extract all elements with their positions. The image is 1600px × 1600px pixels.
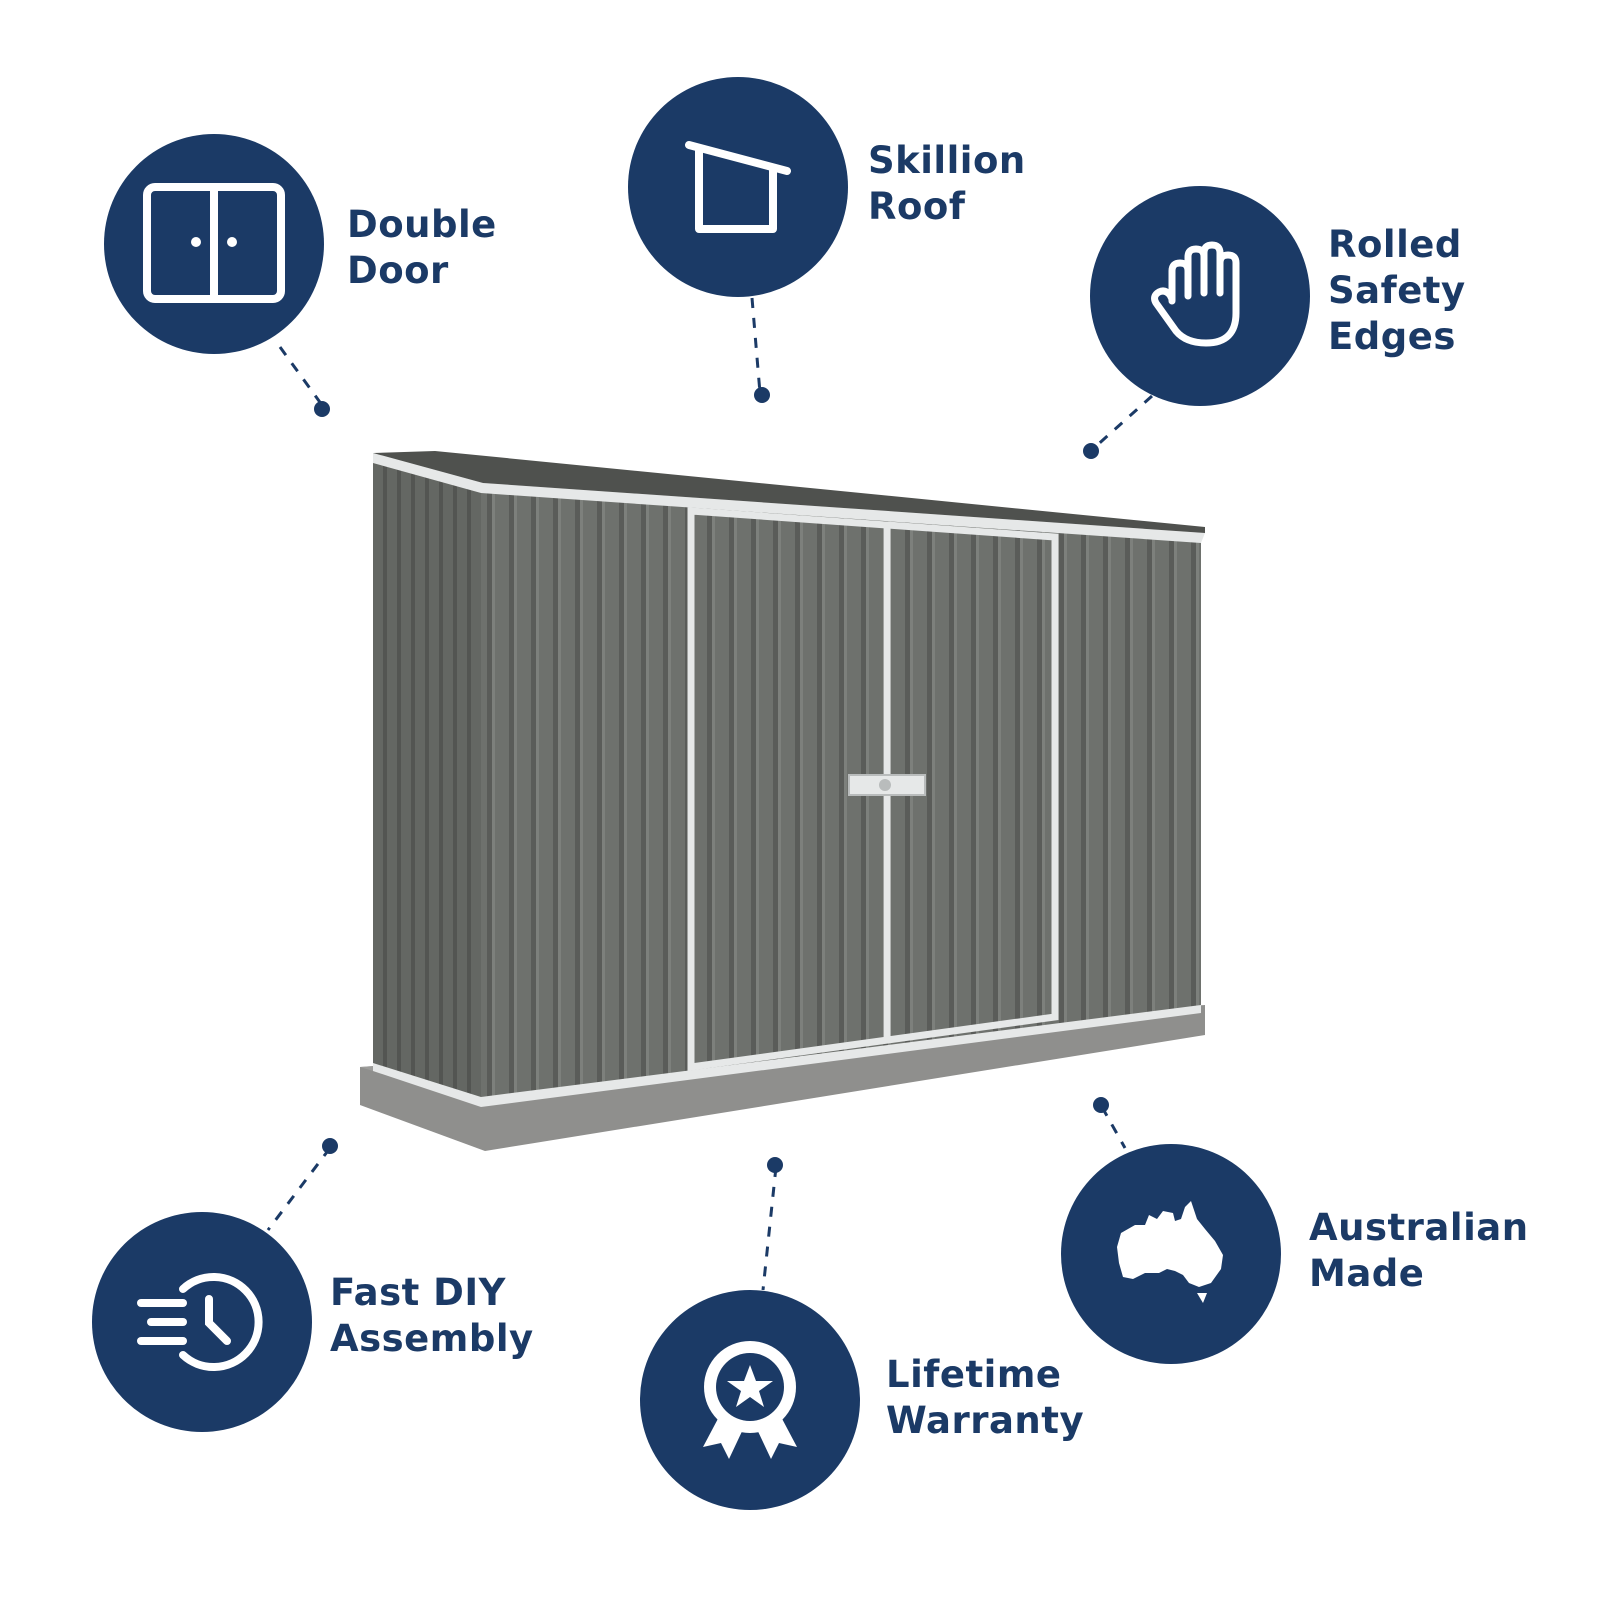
connector-double-door xyxy=(278,346,324,406)
hand-icon xyxy=(1151,241,1240,347)
double-door-icon xyxy=(143,183,285,303)
connector-fast-diy xyxy=(266,1147,332,1231)
connector-rolled-safety-edges xyxy=(1092,394,1154,450)
shed-door-frame xyxy=(687,507,1059,1072)
badge-australian-made xyxy=(1061,1144,1281,1364)
connector-dot xyxy=(1083,443,1099,459)
connector-dot xyxy=(767,1157,783,1173)
badge-rolled-safety-edges xyxy=(1090,186,1310,406)
shed-roof-trim xyxy=(373,453,1205,543)
concrete-slab xyxy=(360,1005,1205,1151)
connector-dot xyxy=(322,1138,338,1154)
badge-lifetime-warranty xyxy=(640,1290,860,1510)
connector-australian-made xyxy=(1100,1106,1127,1149)
connector-dot xyxy=(1093,1097,1109,1113)
award-ribbon-icon xyxy=(703,1341,797,1459)
badge-double-door xyxy=(104,134,324,354)
shed-front-wall xyxy=(481,491,1201,1100)
skillion-roof-icon xyxy=(685,141,791,233)
shed-side-wall xyxy=(373,460,481,1100)
badge-skillion-roof xyxy=(628,77,848,297)
connector-lifetime-warranty xyxy=(761,1166,778,1291)
australia-map-icon xyxy=(1117,1201,1223,1303)
connector-dot xyxy=(314,401,330,417)
badge-fast-diy-assembly xyxy=(92,1212,312,1432)
fast-clock-icon xyxy=(137,1273,263,1371)
shed-illustration xyxy=(360,451,1205,1151)
connector-dot xyxy=(754,387,770,403)
connector-skillion-roof xyxy=(750,297,762,394)
